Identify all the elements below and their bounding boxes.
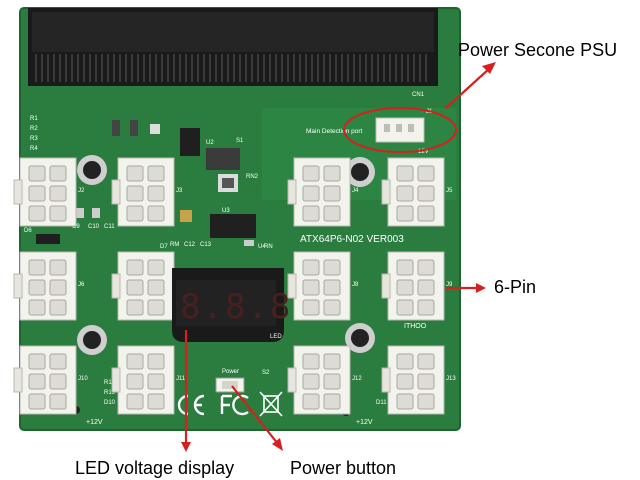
c11-label: C11 bbox=[104, 224, 115, 230]
connector-label-j4: J4 bbox=[352, 188, 359, 194]
connector-label-j13: J13 bbox=[446, 376, 456, 382]
mounting-holes bbox=[72, 155, 375, 416]
c13-label: C13 bbox=[200, 242, 212, 248]
six-pin-connector-j13: J13 bbox=[381, 345, 456, 415]
callout-power-button: Power button bbox=[290, 458, 397, 478]
connector-label-j6: J6 bbox=[78, 282, 85, 288]
six-pin-connector-j12: J12 bbox=[287, 345, 362, 415]
six-pin-connector-j2: J2 bbox=[13, 157, 85, 227]
power-button bbox=[215, 377, 245, 393]
rm-label: RM bbox=[170, 242, 179, 248]
v12-left-label: +12V bbox=[86, 419, 103, 426]
brand-label: ITHOO bbox=[404, 323, 427, 330]
detection-port-highlight bbox=[343, 107, 457, 153]
cn1-label: CN1 bbox=[412, 92, 425, 98]
connector-label-j5: J5 bbox=[446, 188, 453, 194]
six-pin-connector-j3: J3 bbox=[111, 157, 183, 227]
r4-label: R4 bbox=[30, 146, 38, 152]
annotation-arrows bbox=[181, 62, 496, 452]
u4-label: U4 bbox=[258, 244, 266, 250]
s1-label: S1 bbox=[236, 138, 244, 144]
led-display: 8.8.8 LED bbox=[172, 268, 292, 342]
connector-label-j2: J2 bbox=[78, 188, 85, 194]
connector-label-j11: J11 bbox=[176, 376, 186, 382]
led-label: LED bbox=[270, 334, 282, 340]
u3-label: U3 bbox=[222, 208, 230, 214]
connector-label-j12: J12 bbox=[352, 376, 362, 382]
c10-label: C10 bbox=[88, 224, 100, 230]
six-pin-connector-j6: J6 bbox=[13, 251, 85, 321]
d11-label: D11 bbox=[376, 400, 387, 406]
callout-led-voltage-display: LED voltage display bbox=[75, 458, 235, 478]
callout-six-pin: 6-Pin bbox=[494, 277, 537, 297]
r16-label: R16 bbox=[104, 380, 116, 386]
r19-label: R19 bbox=[104, 390, 116, 396]
r2-label: R2 bbox=[30, 126, 38, 132]
connector-label-j10: J10 bbox=[78, 376, 88, 382]
edge-connector bbox=[28, 8, 438, 86]
led-digits: 8.8.8 bbox=[180, 287, 292, 327]
rn2-label: RN2 bbox=[246, 174, 259, 180]
smd-components bbox=[36, 120, 256, 246]
power-label: Power bbox=[222, 369, 239, 375]
six-pin-connector-j11: J11 bbox=[111, 345, 186, 415]
weee-bin-icon bbox=[259, 391, 283, 417]
s2-label: S2 bbox=[262, 370, 270, 376]
six-pin-connector-j8: J8 bbox=[287, 251, 359, 321]
r3-label: R3 bbox=[30, 136, 38, 142]
connector-label-j9: J9 bbox=[446, 282, 453, 288]
connector-label-j8: J8 bbox=[352, 282, 359, 288]
detection-port-label: Main Detection port bbox=[306, 128, 363, 135]
model-label: ATX64P6-N02 VER003 bbox=[300, 234, 404, 245]
v12-right-label: +12V bbox=[356, 419, 373, 426]
d10-label: D10 bbox=[104, 400, 116, 406]
c9-label: C9 bbox=[72, 224, 80, 230]
r1-label: R1 bbox=[30, 116, 38, 122]
callout-power-second-psu: Power Secone PSU bbox=[458, 40, 618, 60]
rn-label: RN bbox=[264, 244, 273, 250]
six-pin-connector-j10: J10 bbox=[13, 345, 88, 415]
six-pin-connector-j9: J9 bbox=[381, 251, 453, 321]
six-pin-connector-j7: J7 bbox=[111, 251, 183, 321]
c12-label: C12 bbox=[184, 242, 196, 248]
u2-label: U2 bbox=[206, 140, 214, 146]
d7-label: D7 bbox=[160, 244, 168, 250]
connector-label-j3: J3 bbox=[176, 188, 183, 194]
six-pin-connector-j4: J4 bbox=[287, 157, 359, 227]
fc-mark-icon bbox=[220, 394, 249, 416]
six-pin-connector-j5: J5 bbox=[381, 157, 453, 227]
v12-top-label: 12V bbox=[418, 149, 429, 155]
d6-label: D6 bbox=[24, 228, 32, 234]
detection-port bbox=[375, 117, 425, 143]
